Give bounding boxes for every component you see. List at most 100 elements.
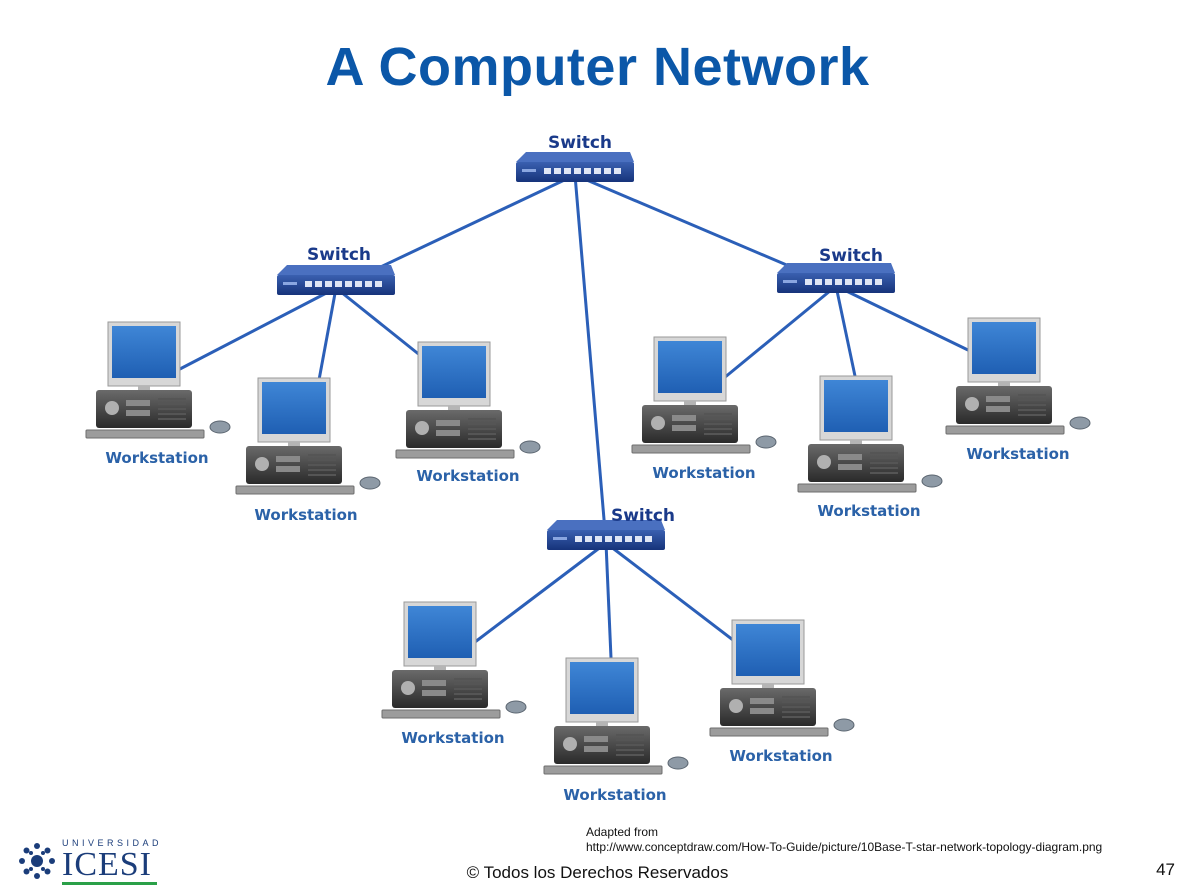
workstation-ws-r1 (631, 336, 777, 454)
slide-title: A Computer Network (325, 37, 870, 97)
power-button (415, 421, 429, 435)
vent-slot (782, 716, 810, 718)
logo-university-text: UNIVERSIDAD (62, 838, 163, 848)
switch-port (335, 281, 342, 287)
monitor-screen (972, 322, 1036, 374)
image-credit: Adapted from http://www.conceptdraw.com/… (586, 825, 1102, 855)
switch-port (815, 279, 822, 285)
switch-label: Switch (819, 246, 883, 266)
workstation-ws-l2 (235, 377, 381, 495)
workstation-label: Workstation (105, 449, 208, 467)
drive-bay (750, 698, 774, 704)
credit-line-1: Adapted from (586, 825, 659, 839)
power-button (105, 401, 119, 415)
vent-slot (158, 413, 186, 415)
vent-slot (1018, 404, 1046, 406)
switch-port (845, 279, 852, 285)
vent-slot (870, 462, 898, 464)
switch-label: Switch (548, 133, 612, 153)
vent-slot (308, 459, 336, 461)
vent-slot (158, 418, 186, 420)
drive-bay (422, 680, 446, 686)
drive-bay (126, 400, 150, 406)
switch-port (855, 279, 862, 285)
network-link (604, 542, 613, 659)
workstation-ws-r2 (797, 375, 943, 493)
drive-bay (584, 746, 608, 752)
workstation-label: Workstation (254, 506, 357, 524)
keyboard (395, 449, 515, 459)
vent-slot (308, 469, 336, 471)
drive-bay (276, 466, 300, 472)
workstation-ws-l1 (85, 321, 231, 439)
footer-copyright: © Todos los Derechos Reservados (466, 863, 729, 882)
keyboard (631, 444, 751, 454)
power-button (965, 397, 979, 411)
switch-port (835, 279, 842, 285)
switch-top (777, 263, 895, 273)
switch-port (615, 536, 622, 542)
drive-bay (986, 406, 1010, 412)
vent-slot (454, 683, 482, 685)
monitor-stand (434, 666, 446, 672)
page-number: 47 (1156, 860, 1175, 879)
vent-slot (454, 678, 482, 680)
vent-slot (468, 433, 496, 435)
monitor-stand (998, 382, 1010, 388)
switch-port (635, 536, 642, 542)
switch-port (544, 168, 551, 174)
mouse-icon (359, 476, 381, 490)
switch-port (564, 168, 571, 174)
workstation-label: Workstation (729, 747, 832, 765)
vent-slot (1018, 414, 1046, 416)
switch-led (283, 282, 297, 285)
switch-port (325, 281, 332, 287)
monitor-stand (684, 401, 696, 407)
switch-top (516, 152, 634, 162)
switch-port (595, 536, 602, 542)
mouse-icon (519, 440, 541, 454)
monitor-stand (138, 386, 150, 392)
vent-slot (616, 754, 644, 756)
vent-slot (308, 474, 336, 476)
workstation-ws-r3 (945, 317, 1091, 435)
switch-port (605, 536, 612, 542)
vent-slot (782, 696, 810, 698)
power-button (563, 737, 577, 751)
vent-slot (616, 739, 644, 741)
switch-port (805, 279, 812, 285)
workstation-label: Workstation (401, 729, 504, 747)
vent-slot (1018, 409, 1046, 411)
monitor-screen (658, 341, 722, 393)
switch-port (355, 281, 362, 287)
switch-right (777, 263, 895, 293)
network-link (474, 541, 607, 644)
keyboard (235, 485, 355, 495)
vent-slot (454, 698, 482, 700)
power-button (729, 699, 743, 713)
switch-port (345, 281, 352, 287)
vent-slot (870, 452, 898, 454)
vent-slot (704, 423, 732, 425)
vent-slot (158, 403, 186, 405)
vent-slot (158, 398, 186, 400)
mouse-icon (921, 474, 943, 488)
vent-slot (468, 423, 496, 425)
monitor-screen (422, 346, 486, 398)
monitor-screen (570, 662, 634, 714)
switch-led (522, 169, 536, 172)
network-link (835, 284, 971, 353)
keyboard (945, 425, 1065, 435)
mouse-icon (209, 420, 231, 434)
mouse-icon (667, 756, 689, 770)
vent-slot (308, 464, 336, 466)
keyboard (381, 709, 501, 719)
switch-port (315, 281, 322, 287)
switch-port (625, 536, 632, 542)
vent-slot (468, 418, 496, 420)
switch-port (305, 281, 312, 287)
monitor-stand (762, 684, 774, 690)
drive-bay (436, 420, 460, 426)
